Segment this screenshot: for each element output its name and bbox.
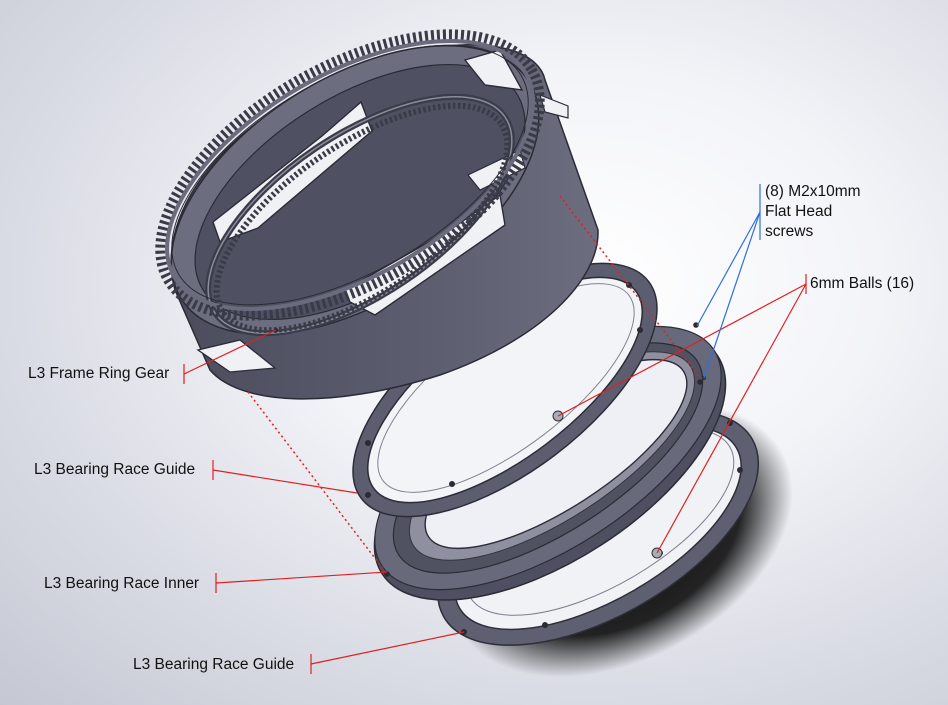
upper-race-guide-part[interactable] (312, 216, 698, 564)
callout-race-guide-lower: L3 Bearing Race Guide (133, 656, 295, 673)
callout-frame-ring-gear: L3 Frame Ring Gear (28, 365, 170, 382)
alignment-lines (247, 195, 701, 575)
frame-ring-gear-part[interactable] (114, 0, 599, 400)
red-leader-lines (183, 274, 807, 674)
callout-screws: (8) M2x10mm Flat Head screws (765, 183, 861, 240)
callout-race-inner: L3 Bearing Race Inner (44, 575, 200, 592)
callout-race-guide-upper: L3 Bearing Race Guide (34, 461, 196, 478)
callout-balls: 6mm Balls (16) (810, 275, 915, 292)
inner-screw-holes (384, 322, 703, 577)
blue-leader-lines (696, 184, 761, 379)
